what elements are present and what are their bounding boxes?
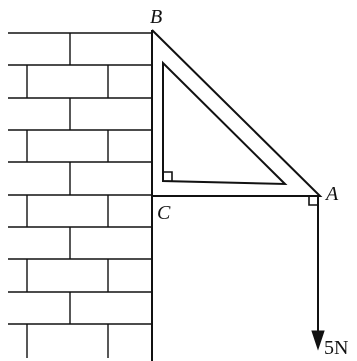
right-angle-mark-a	[308, 196, 318, 206]
label-b: B	[150, 6, 162, 28]
right-angle-mark-inner	[163, 171, 173, 181]
force-label: 5N	[324, 337, 348, 359]
bracket-inner	[162, 60, 288, 186]
force-arrowhead	[311, 330, 325, 351]
brick-wall	[8, 32, 152, 358]
label-a: A	[324, 183, 339, 205]
bracket-outer	[151, 29, 323, 197]
label-c: C	[157, 202, 171, 224]
